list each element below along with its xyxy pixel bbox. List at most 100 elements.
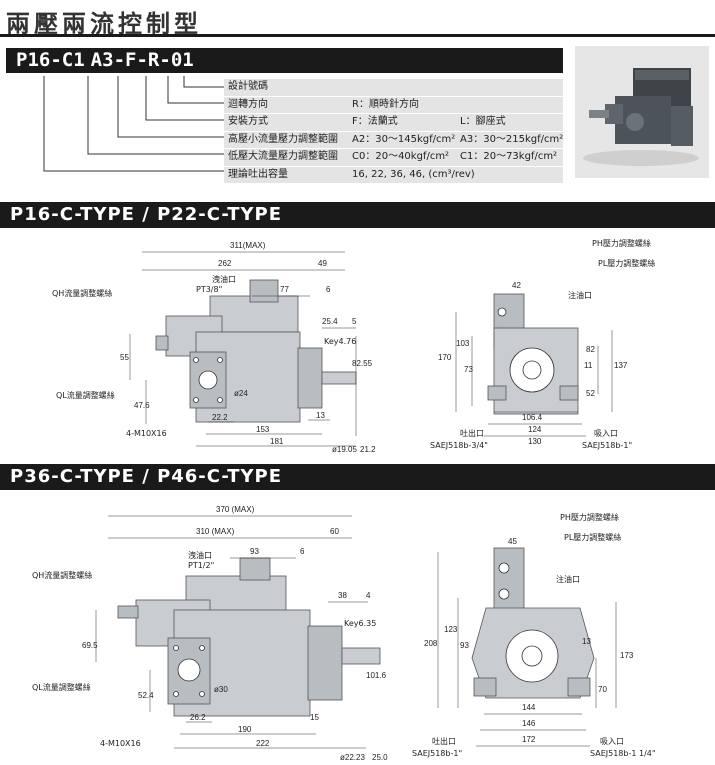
shaft-center — [522, 360, 542, 380]
dim-label: 13 — [316, 411, 325, 420]
drawing-p36-p46: 370 (MAX) 310 (MAX) 60 93 6 38 4 69.5 52… — [32, 505, 656, 762]
code-rotation: R — [147, 49, 160, 71]
dim-label: 26.2 — [190, 713, 206, 722]
drive-shaft — [321, 371, 357, 385]
drain-port-label: 洩油口 — [188, 550, 212, 560]
dim-label: 93 — [460, 641, 469, 650]
qh-adjust-label: QH流量調整螺絲 — [52, 288, 112, 298]
dim-label: 25.4 — [322, 317, 338, 326]
code-row-label: 設計號碼 — [228, 81, 268, 92]
pl-screw — [498, 588, 510, 600]
ql-adjust-label: QL流量調整螺絲 — [56, 390, 115, 400]
dim-label: 13 — [582, 637, 591, 646]
bolt-hole — [217, 397, 223, 403]
bolt-hole — [199, 645, 205, 651]
dim-label: 60 — [330, 527, 339, 536]
code-row-label: 安裝方式 — [228, 116, 268, 127]
drawing-p16-p22: 311(MAX) 262 49 77 6 25.4 5 55 47.6 22.2… — [52, 238, 655, 454]
code-row-low-pressure: 低壓大流量壓力調整範圍 C0：20～40kgf/cm² C1：20～73kgf/… — [224, 149, 563, 167]
dim-label: 11 — [584, 361, 593, 370]
dim-label: 77 — [280, 285, 289, 294]
inlet-spec-label: SAEJ518b-1" — [582, 441, 632, 450]
dim-label: 173 — [620, 651, 634, 660]
pl-adjust-label: PL壓力調整螺絲 — [564, 532, 621, 542]
dim-label: ø19.05 — [332, 445, 357, 454]
code-row-design: 設計號碼 — [224, 79, 563, 97]
dim-label: 262 — [218, 259, 232, 268]
dim-label: 144 — [522, 703, 536, 712]
inlet-spec-label: SAEJ518b-1 1/4" — [590, 749, 656, 758]
code-sep: - — [113, 49, 126, 71]
code-row-rotation: 迴轉方向 R：順時針方向 — [224, 96, 563, 114]
dim-label: 123 — [444, 625, 458, 634]
dim-label: 49 — [318, 259, 327, 268]
pl-adjust-label: PL壓力調整螺絲 — [598, 258, 655, 268]
dim-label: 38 — [338, 591, 347, 600]
bolt-hole — [173, 645, 179, 651]
dim-label: 137 — [614, 361, 628, 370]
inlet-port — [567, 677, 591, 697]
inlet-label: 吸入口 — [600, 737, 624, 746]
dim-label: 146 — [522, 719, 536, 728]
code-mount: F — [125, 49, 137, 71]
code-series: P16 — [16, 49, 51, 71]
side-port — [198, 370, 218, 390]
code-low-pressure: C1 — [61, 49, 85, 71]
key-spec-label: Key4.76 — [324, 337, 356, 346]
dim-label: 82 — [586, 345, 595, 354]
dim-label: 311(MAX) — [230, 241, 266, 250]
side-port — [177, 658, 201, 682]
code-row-value: L：腳座式 — [460, 116, 506, 127]
dim-label: 310 (MAX) — [196, 527, 235, 536]
dim-label: 47.6 — [134, 401, 150, 410]
qh-adjust-screw-icon — [117, 605, 139, 619]
dim-label: 55 — [120, 353, 129, 362]
dim-label: 124 — [528, 425, 542, 434]
dim-label: 15 — [310, 713, 319, 722]
key-spec-label: Key6.35 — [344, 619, 376, 628]
dim-label: 22.2 — [212, 413, 228, 422]
dim-label: 6 — [326, 285, 331, 294]
dim-label: 222 — [256, 739, 270, 748]
bolt-spec-label: 4-M10X16 — [100, 739, 141, 748]
section-bar-p36-p46: P36-C-TYPE / P46-C-TYPE — [0, 464, 715, 490]
dim-label: 101.6 — [366, 671, 387, 680]
code-row-label: 理論吐出容量 — [228, 168, 288, 180]
code-row-high-pressure: 高壓小流量壓力調整範圍 A2：30～145kgf/cm² A3：30～215kg… — [224, 131, 564, 149]
bolt-hole — [217, 357, 223, 363]
inlet-port — [559, 385, 579, 401]
section-bar-p16-p22: P16-C-TYPE / P22-C-TYPE — [0, 202, 715, 228]
dim-label: 190 — [238, 725, 252, 734]
dim-label: 45 — [508, 537, 517, 546]
page-title: 兩壓兩流控制型 — [6, 10, 202, 38]
dim-label: 52.4 — [138, 691, 154, 700]
dim-label: ø30 — [214, 685, 228, 694]
bolt-hole — [173, 691, 179, 697]
dim-label: 4 — [366, 591, 371, 600]
outlet-spec-label: SAEJ518b-3/4" — [430, 441, 488, 450]
bolt-hole — [199, 691, 205, 697]
drain-port-thread-label: PT1/2" — [188, 561, 214, 570]
outlet-port — [487, 385, 507, 401]
ph-screw — [498, 562, 510, 574]
front-view — [455, 293, 613, 437]
dim-label: 172 — [522, 735, 536, 744]
dim-label: 170 — [438, 353, 452, 362]
dim-label: 6 — [300, 547, 305, 556]
dim-label: 130 — [528, 437, 542, 446]
dim-label: 69.5 — [82, 641, 98, 650]
code-row-value: R：順時針方向 — [352, 98, 419, 110]
code-table: 設計號碼 迴轉方向 R：順時針方向 安裝方式 F：法蘭式 L：腳座式 高壓小流量… — [224, 79, 563, 184]
pump-photo-illustration — [575, 46, 709, 178]
pump-photo — [575, 46, 709, 178]
dim-label: 82.55 — [352, 359, 373, 368]
inlet-label: 吸入口 — [594, 429, 618, 438]
bolt-spec-label: 4-M10X16 — [126, 429, 167, 438]
front-cover — [297, 347, 323, 409]
control-valve-cap — [249, 279, 279, 303]
code-row-value: A3：30～215kgf/cm² — [460, 133, 564, 145]
drain-port-thread-label: PT3/8" — [196, 285, 222, 294]
dim-label: 25.0 — [372, 753, 388, 762]
dim-label: ø22.23 — [340, 753, 365, 762]
code-row-label: 迴轉方向 — [228, 98, 268, 110]
